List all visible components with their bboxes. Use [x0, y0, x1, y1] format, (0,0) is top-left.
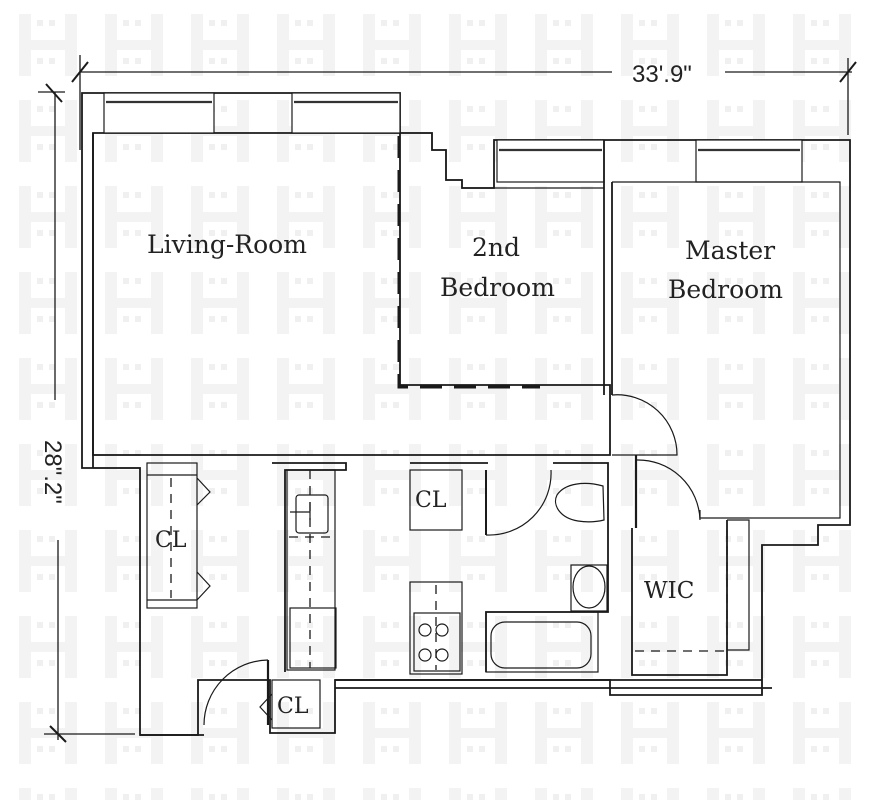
exterior-walls	[81, 92, 851, 736]
master-bedroom-label-line2: Bedroom	[668, 275, 783, 304]
second-bedroom-label-line2: Bedroom	[440, 273, 555, 302]
bathroom-sink	[570, 564, 608, 612]
closet-kitchen-label: CL	[415, 488, 447, 513]
living-room-label: Living-Room	[147, 230, 307, 259]
bathtub	[490, 621, 592, 669]
bathroom	[485, 462, 609, 673]
walk-in-closet-label: WIC	[644, 578, 694, 604]
walk-in-closet	[631, 519, 763, 695]
kitchen-closet-stove	[409, 462, 488, 675]
kitchen-counter	[272, 462, 347, 672]
window-living-1	[103, 92, 215, 134]
toilet	[555, 482, 605, 523]
stove	[413, 612, 461, 672]
dimension-height	[38, 83, 135, 743]
dimension-width	[71, 55, 857, 150]
door-bathroom[interactable]	[485, 469, 552, 536]
master-bedroom-label-line1: Master	[685, 236, 775, 265]
door-entry[interactable]	[203, 659, 269, 726]
window-second-bedroom	[496, 139, 605, 183]
closet-left-label: CL	[155, 528, 187, 553]
closet-entry-label: CL	[277, 694, 309, 719]
door-master-bedroom[interactable]	[611, 394, 678, 456]
height-dimension-label: 28".2"	[39, 440, 66, 504]
sink	[295, 494, 329, 534]
refrigerator	[289, 607, 337, 669]
width-dimension-label: 33'.9"	[632, 61, 692, 88]
second-bedroom-partition	[397, 136, 540, 389]
door-walk-in-closet[interactable]	[635, 459, 701, 521]
window-living-2	[291, 92, 401, 134]
second-bedroom-label-line1: 2nd	[472, 233, 520, 262]
window-master-bedroom	[695, 139, 803, 183]
closet-entry	[259, 679, 321, 729]
closet-left	[146, 462, 211, 609]
windows	[103, 92, 803, 183]
